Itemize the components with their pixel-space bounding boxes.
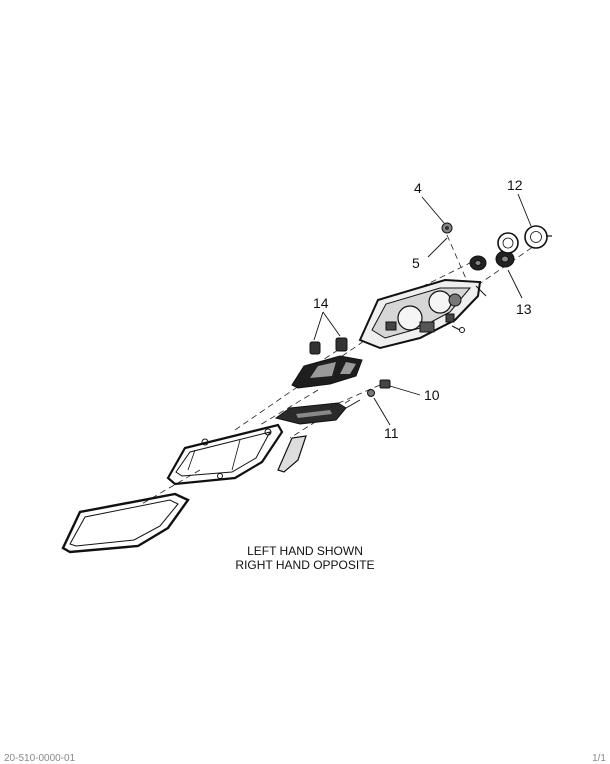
footer-page-number: 1/1: [592, 753, 606, 764]
caption-line-1: LEFT HAND SHOWN: [247, 544, 363, 558]
screw-grommet: [441, 222, 453, 234]
callout-4: 4: [414, 180, 422, 196]
callout-12: 12: [507, 177, 523, 193]
callout-11: 11: [384, 425, 399, 441]
signal-lamp-assembly: [291, 355, 363, 389]
caption-line-2: RIGHT HAND OPPOSITE: [235, 558, 375, 572]
bezel-housing: [166, 423, 284, 486]
callout-13: 13: [516, 301, 532, 317]
side-reflector: [277, 435, 307, 473]
dust-caps: [497, 225, 552, 254]
fog-lamp-assembly: [274, 399, 361, 425]
bezel-gasket: [61, 492, 190, 554]
footer-drawing-number: 20-510-0000-01: [4, 753, 76, 764]
headlamp-housing: [358, 278, 487, 350]
bulb-seals: [469, 250, 515, 271]
leader-lines: [313, 193, 532, 426]
callout-10: 10: [424, 387, 440, 403]
bulb-sockets: [309, 337, 348, 355]
callout-5: 5: [412, 255, 420, 271]
callout-14: 14: [313, 295, 329, 311]
socket-bulb-parts: [367, 379, 391, 397]
callout-labels: 4 5 10 11 12 13 14: [313, 177, 532, 441]
